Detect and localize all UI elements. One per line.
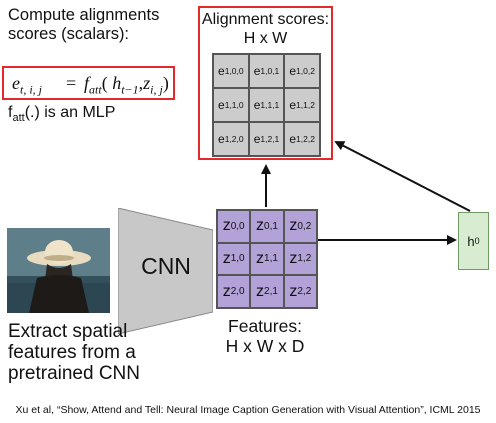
cnn-label: CNN [141, 253, 191, 279]
extract-features-text: Extract spatial features from a pretrain… [8, 321, 140, 384]
features-caption: Features: H x W x D [190, 316, 340, 356]
person-with-hat-image [7, 228, 110, 313]
equation-equals: = [66, 73, 77, 93]
alignment-title: Alignment scores: [201, 11, 330, 28]
citation: Xu et al, “Show, Attend and Tell: Neural… [15, 404, 481, 416]
features-title: Features: [228, 316, 302, 336]
equation-rhs: fatt( ht−1,zi, j) [84, 73, 169, 97]
alignment-equation: et, i, j = fatt( ht−1,zi, j) [2, 66, 175, 100]
features-dims: H x W x D [225, 336, 305, 356]
cnn-block [118, 208, 213, 334]
alignment-dims: H x W [243, 30, 288, 47]
arrow-h0-to-alignment [334, 141, 471, 212]
compute-alignment-text: Compute alignments scores (scalars): [8, 6, 160, 43]
fatt-note: fatt(.) is an MLP [8, 104, 116, 125]
input-photo [7, 228, 110, 313]
equation-lhs: et, i, j [12, 73, 43, 97]
